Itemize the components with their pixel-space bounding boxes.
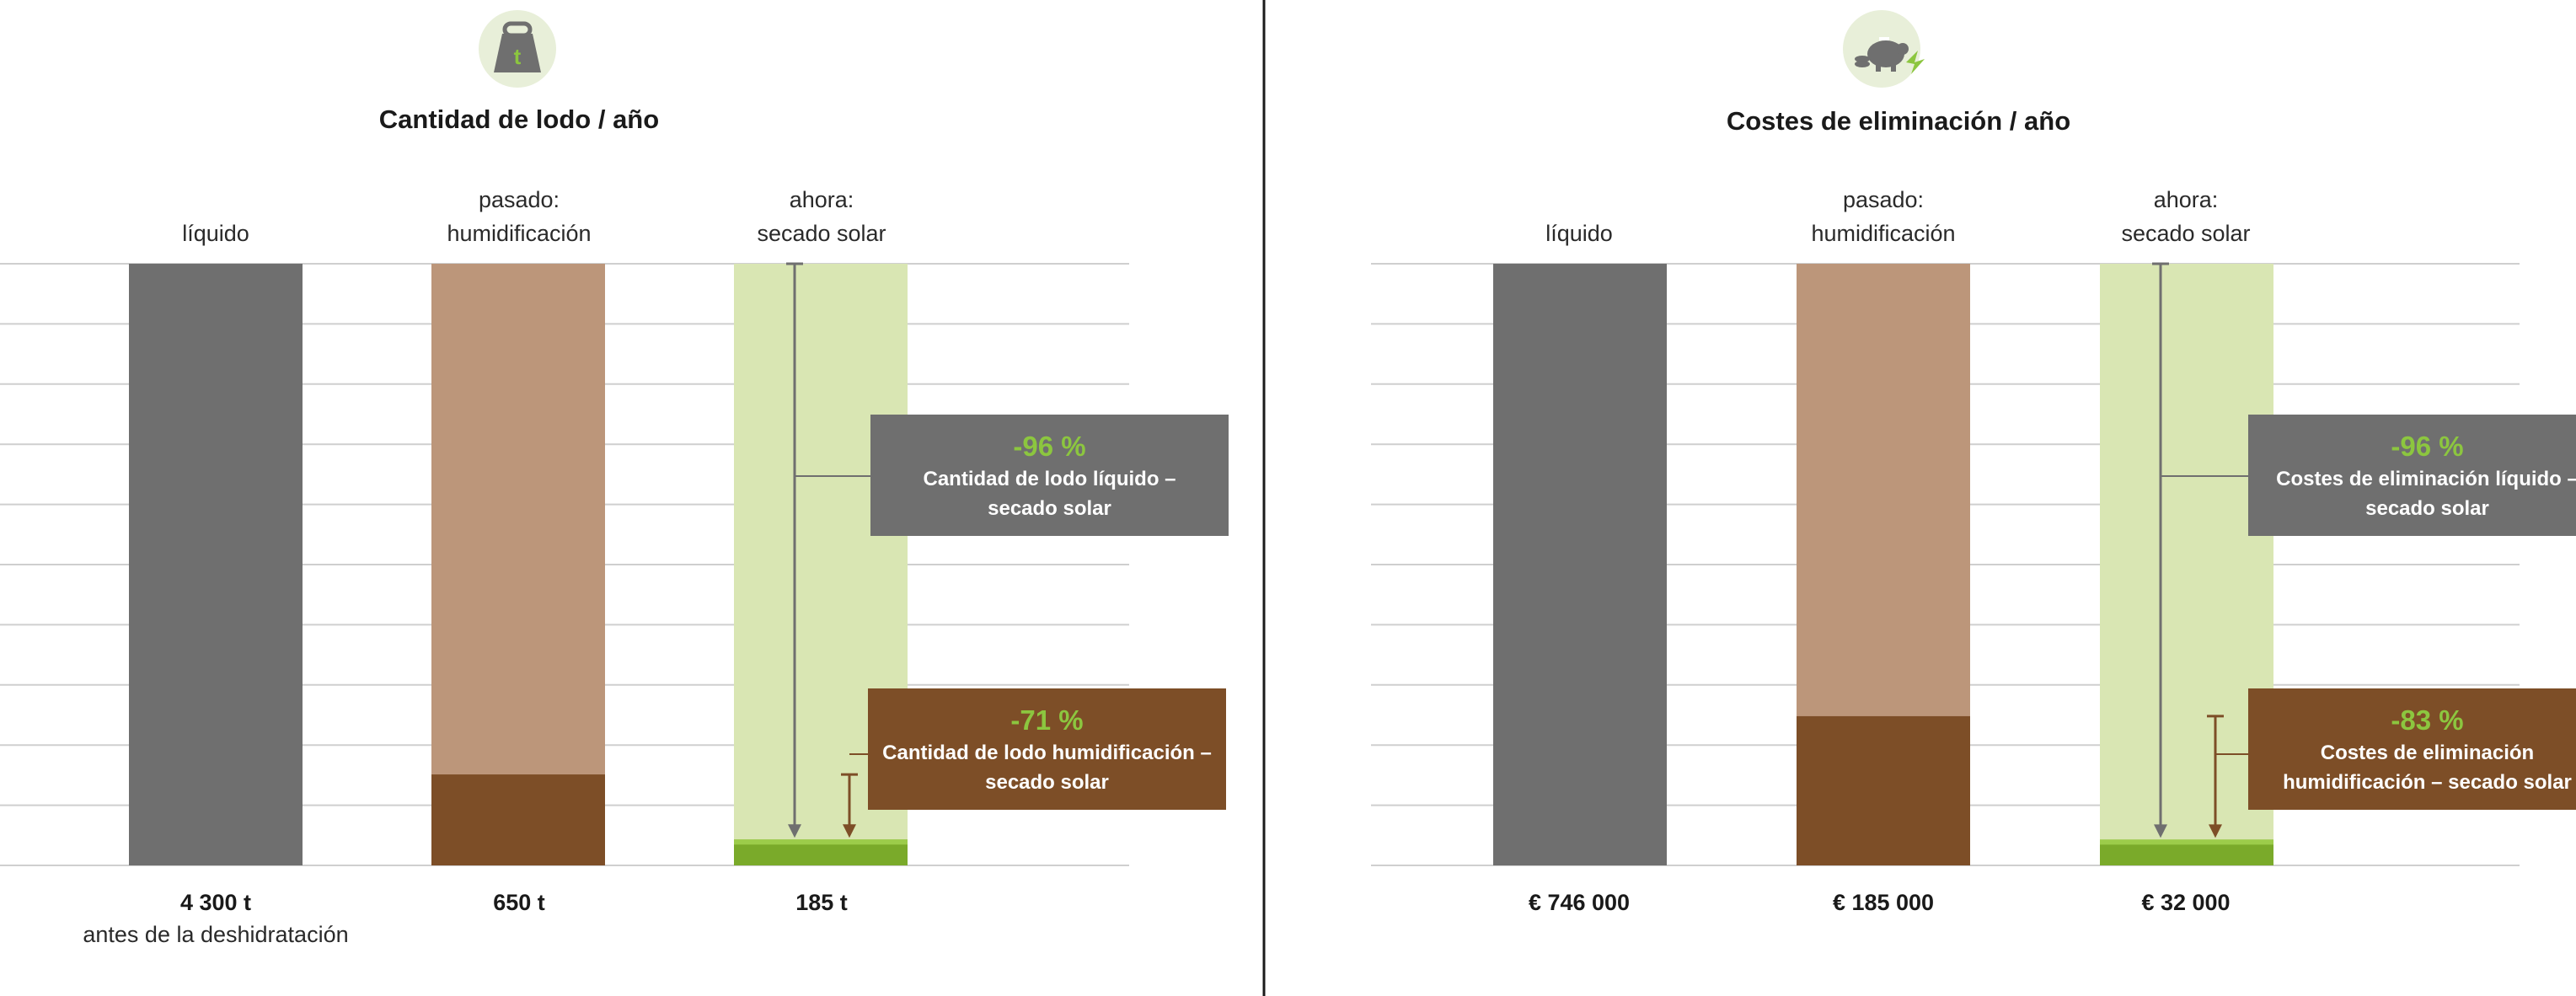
piggy-bank-icon (1843, 10, 1925, 88)
arrow-humidification-head (843, 824, 856, 838)
bar-humidification-reference (431, 264, 605, 865)
bars (1493, 264, 2273, 865)
weight-icon-letter: t (514, 44, 522, 69)
category-label: secado solar (2121, 221, 2250, 246)
bar-humidification (1797, 715, 1970, 865)
callout-box (2248, 688, 2576, 810)
value-label: 650 t (493, 890, 545, 915)
category-label-line1: ahora: (2154, 187, 2219, 212)
callout-text-line1: Costes de eliminación líquido – (2276, 468, 2576, 490)
arrow-liquid-head (788, 824, 801, 838)
value-label: € 185 000 (1833, 890, 1934, 915)
callout-text-line2: secado solar (2365, 497, 2489, 520)
callout-text-line1: Cantidad de lodo humidificación – (882, 742, 1212, 764)
callout-text-line1: Costes de eliminación (2321, 742, 2534, 764)
bar-solar-drying-highlight (734, 839, 908, 845)
value-label: € 32 000 (2141, 890, 2230, 915)
callout-text-line2: secado solar (988, 497, 1111, 520)
callout-text-line1: Cantidad de lodo líquido – (924, 468, 1176, 490)
callout-box (870, 415, 1229, 536)
category-label: secado solar (757, 221, 886, 246)
chart-title: Cantidad de lodo / año (379, 104, 659, 134)
category-label-line1: ahora: (790, 187, 854, 212)
callouts: -96 % Costes de eliminación líquido – seca… (2152, 262, 2576, 838)
category-label: humidificación (1811, 221, 1955, 246)
arrow-humidification-head (2209, 824, 2222, 838)
bar-humidification (431, 774, 605, 865)
category-label: humidificación (447, 221, 591, 246)
bar-liquid (129, 264, 303, 865)
panel-disposal-costs: Costes de eliminación / año líquido € 746… (1371, 10, 2576, 915)
callout-box (868, 688, 1226, 810)
value-label: 4 300 t (180, 890, 251, 915)
category-label: líquido (1545, 221, 1613, 246)
callout-percent: -71 % (1010, 704, 1083, 736)
weight-icon: t (479, 10, 556, 88)
value-note: antes de la deshidratación (83, 922, 348, 947)
bars (129, 264, 908, 865)
callout-percent: -96 % (2391, 431, 2463, 462)
bar-solar-drying-highlight (2100, 839, 2273, 845)
bar-solar-reference (2100, 264, 2273, 865)
arrow-liquid-head (2154, 824, 2167, 838)
callout-percent: -96 % (1013, 431, 1085, 462)
callout-text-line2: secado solar (985, 771, 1109, 794)
panel-sludge-quantity: t Cantidad de lodo / año líquido 4 300 t a… (0, 10, 1229, 947)
callout-box (2248, 415, 2576, 536)
category-label: líquido (182, 221, 249, 246)
bar-liquid (1493, 264, 1667, 865)
callout-percent: -83 % (2391, 704, 2463, 736)
axis-labels: líquido 4 300 t antes de la deshidratación… (83, 187, 886, 947)
callouts: -96 % Cantidad de lodo líquido – secado so… (786, 262, 1229, 838)
category-label-line1: pasado: (1843, 187, 1924, 212)
axis-labels: líquido € 746 000 pasado: humidificación € 1… (1529, 187, 2251, 915)
category-label-line1: pasado: (479, 187, 560, 212)
chart-title: Costes de eliminación / año (1727, 106, 2070, 136)
value-label: 185 t (795, 890, 848, 915)
value-label: € 746 000 (1529, 890, 1630, 915)
callout-text-line2: humidificación – secado solar (2283, 771, 2572, 794)
